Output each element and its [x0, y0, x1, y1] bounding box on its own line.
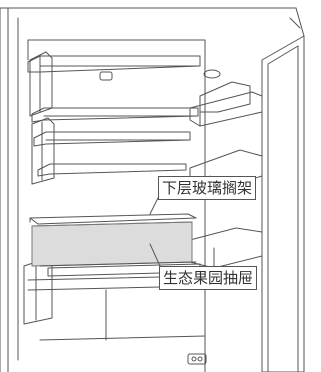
bottom-hinge — [187, 353, 207, 365]
glass-shelf-4 — [37, 163, 187, 177]
door-panel — [261, 7, 305, 372]
left-bin-top — [29, 51, 53, 117]
left-bin-middle — [31, 117, 55, 185]
bottom-compartment — [27, 275, 206, 372]
lower-glass-shelf — [29, 213, 197, 225]
cabinet-frame — [0, 7, 297, 372]
door-bin-lower — [189, 227, 263, 269]
leader-drawer — [149, 243, 161, 267]
door-bin-upper — [189, 81, 263, 127]
middle-shelf — [31, 107, 199, 123]
leader-lower-shelf — [149, 197, 159, 215]
upper-glass-shelf — [33, 131, 191, 147]
top-shelf — [27, 55, 221, 81]
callout-leaders — [149, 197, 161, 267]
label-lower-glass-shelf: 下层玻璃搁架 — [158, 176, 257, 200]
label-crisper-drawer: 生态果园抽屉 — [159, 266, 258, 290]
